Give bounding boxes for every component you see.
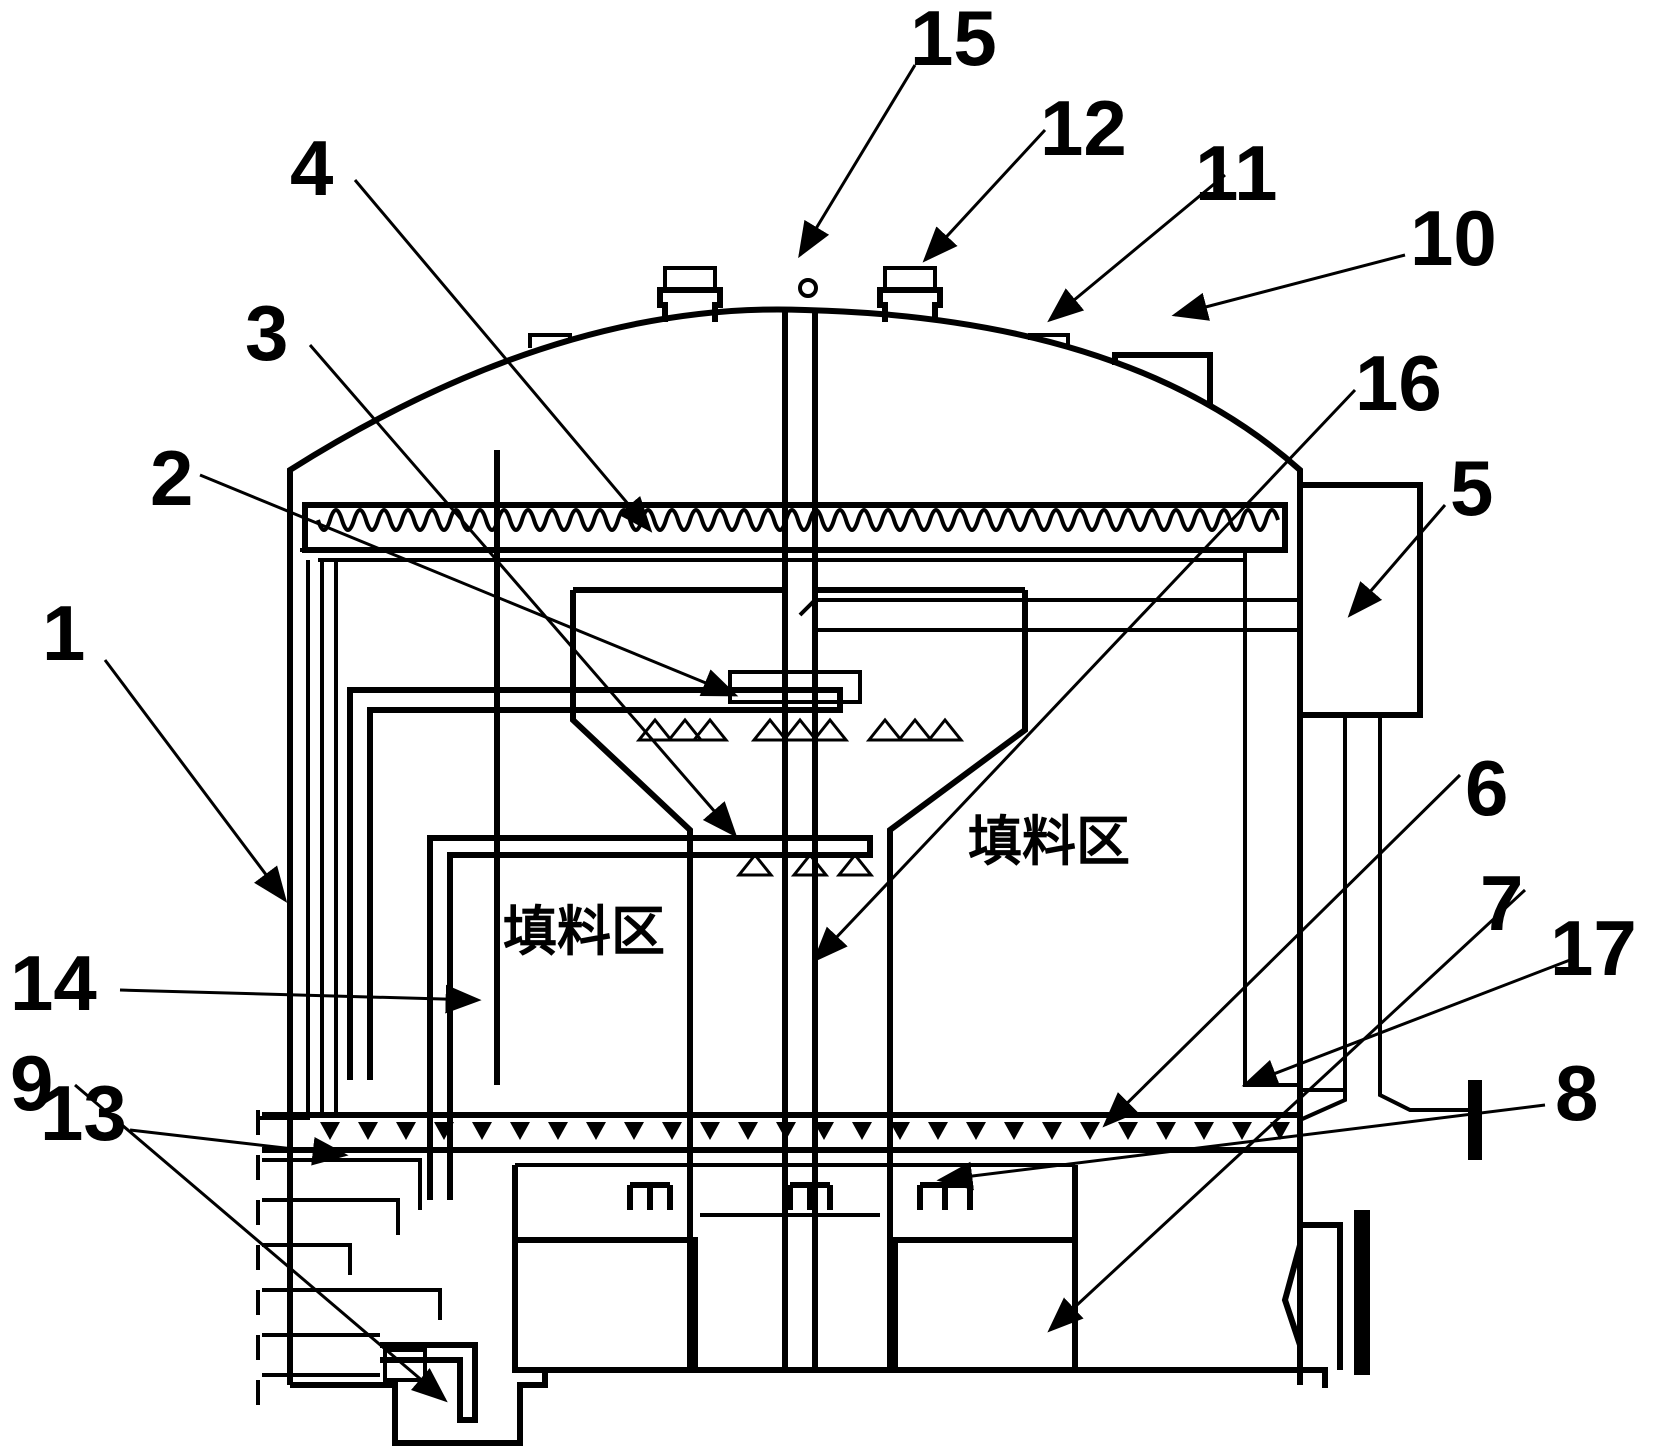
top-fittings [528, 266, 1213, 405]
spray-nozzle [665, 717, 705, 742]
lower-nozzle [627, 1182, 673, 1210]
spray-nozzle [865, 717, 905, 742]
label-9: 9 [10, 1039, 53, 1127]
label-3: 3 [245, 289, 288, 377]
label-13: 13 [40, 1069, 127, 1157]
distribution-tooth [738, 1122, 758, 1140]
corrugated-wave [316, 508, 1280, 532]
distribution-tooth [1004, 1122, 1024, 1140]
distribution-tooth [890, 1122, 910, 1140]
distribution-tooth [814, 1122, 834, 1140]
distribution-tooth [1270, 1122, 1290, 1140]
spray-nozzle [635, 717, 675, 742]
distribution-tooth [1118, 1122, 1138, 1140]
distribution-tooth [358, 1122, 378, 1140]
label-15: 15 [910, 0, 997, 82]
zone-label-left: 填料区 [503, 900, 665, 963]
spray-nozzle [735, 852, 775, 877]
distribution-tooth [1232, 1122, 1252, 1140]
label-5: 5 [1450, 444, 1493, 532]
spray-nozzle [690, 717, 730, 742]
label-4: 4 [290, 124, 333, 212]
distribution-plate [262, 1112, 1300, 1153]
distribution-tooth [510, 1122, 530, 1140]
spray-nozzle [810, 717, 850, 742]
distribution-tooth [624, 1122, 644, 1140]
label-14: 14 [10, 939, 97, 1027]
zone-label-right: 填料区 [968, 810, 1130, 873]
distribution-tooth [700, 1122, 720, 1140]
spray-nozzle [925, 717, 965, 742]
distribution-tooth [396, 1122, 416, 1140]
top-corrugated-tray [302, 502, 1288, 553]
distribution-tooth [1080, 1122, 1100, 1140]
leader-lines [74, 64, 1571, 1403]
lower-packing [512, 1163, 1078, 1373]
label-10: 10 [1410, 194, 1497, 282]
distribution-tooth [966, 1122, 986, 1140]
external-unit [1297, 482, 1482, 1160]
spray-nozzle [780, 717, 820, 742]
spray-nozzle [750, 717, 790, 742]
label-11: 11 [1195, 129, 1277, 217]
part-number-labels: 1 2 3 4 5 6 7 8 9 10 11 12 13 14 15 16 1… [10, 0, 1637, 1157]
label-8: 8 [1555, 1049, 1598, 1137]
packing-zone-labels: 填料区 填料区 [503, 810, 1130, 963]
spray-nozzle [790, 852, 830, 877]
lower-nozzle [917, 1182, 973, 1210]
label-16: 16 [1355, 339, 1442, 427]
lower-nozzle [787, 1182, 833, 1210]
label-12: 12 [1040, 84, 1127, 172]
distribution-tooth [662, 1122, 682, 1140]
left-recirculation-pipes [260, 548, 1300, 1120]
distribution-tooth [852, 1122, 872, 1140]
label-6: 6 [1465, 744, 1508, 832]
distribution-tooth [320, 1122, 340, 1140]
distribution-tooth [1194, 1122, 1214, 1140]
inner-funnel [570, 560, 1300, 1370]
distribution-tooth [776, 1122, 796, 1140]
label-2: 2 [150, 434, 193, 522]
distribution-tooth [586, 1122, 606, 1140]
vent-icon [798, 278, 818, 298]
label-1: 1 [42, 589, 85, 677]
distribution-tooth [548, 1122, 568, 1140]
distribution-tooth [928, 1122, 948, 1140]
middle-distributor [427, 835, 875, 1200]
spray-nozzle [835, 852, 875, 877]
label-7: 7 [1480, 859, 1523, 947]
side-manhole [1281, 1210, 1370, 1375]
distribution-tooth [434, 1122, 454, 1140]
distribution-tooth [1156, 1122, 1176, 1140]
label-17: 17 [1550, 904, 1637, 992]
spray-nozzle [895, 717, 935, 742]
distribution-tooth [472, 1122, 492, 1140]
distribution-tooth [1042, 1122, 1062, 1140]
